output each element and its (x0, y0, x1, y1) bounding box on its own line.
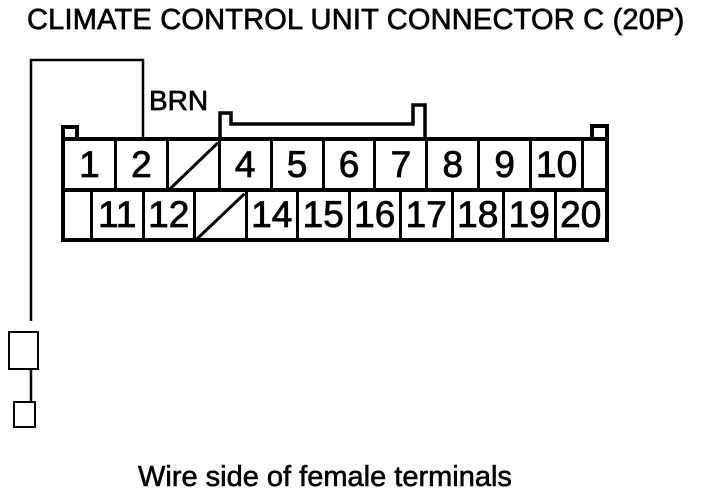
terminal-cell-20: 20 (553, 192, 606, 238)
terminal-cell-blank-bottom-left (65, 192, 90, 238)
terminal-cell-blank-top-right (581, 141, 605, 188)
diagram-caption: Wire side of female terminals (138, 461, 513, 494)
terminal-cell-1: 1 (79, 143, 100, 185)
terminal-cell-12: 12 (141, 192, 194, 238)
terminal-cell-10: 10 (529, 141, 581, 188)
terminal-cell-11: 11 (90, 192, 142, 238)
terminal-cell-13-not-used (193, 192, 245, 238)
terminal-cell-7: 7 (373, 141, 425, 188)
wire-connector-box-large (8, 331, 39, 370)
terminal-cell-4: 4 (217, 141, 270, 188)
terminal-cell-8: 8 (425, 141, 477, 188)
terminal-cell-18: 18 (450, 192, 503, 238)
not-used-slash-icon (196, 192, 245, 238)
wire-connector-box-small (13, 401, 36, 428)
terminal-cell-2: 2 (113, 141, 166, 188)
terminal-cell-6: 6 (321, 141, 374, 188)
terminal-cell-5: 5 (269, 141, 322, 188)
terminal-row-bottom: 11 12 14 15 16 17 18 19 20 (65, 192, 605, 238)
wire-color-label: BRN (149, 85, 209, 117)
page-title: CLIMATE CONTROL UNIT CONNECTOR C (20P) (27, 4, 685, 37)
terminal-cell-9: 9 (477, 141, 529, 188)
terminal-cell-17: 17 (399, 192, 451, 238)
terminal-cell-3-not-used (165, 141, 218, 188)
terminal-row-top: 1 2 4 5 6 7 8 9 10 (65, 141, 605, 192)
terminal-cell-15: 15 (296, 192, 348, 238)
not-used-slash-icon (169, 141, 218, 188)
housing-lock-tab (218, 103, 427, 139)
connector-housing: 1 2 4 5 6 7 8 9 10 11 12 (61, 137, 609, 242)
terminal-cell-16: 16 (347, 192, 400, 238)
terminal-cell-19: 19 (502, 192, 554, 238)
terminal-cell-14: 14 (244, 192, 297, 238)
